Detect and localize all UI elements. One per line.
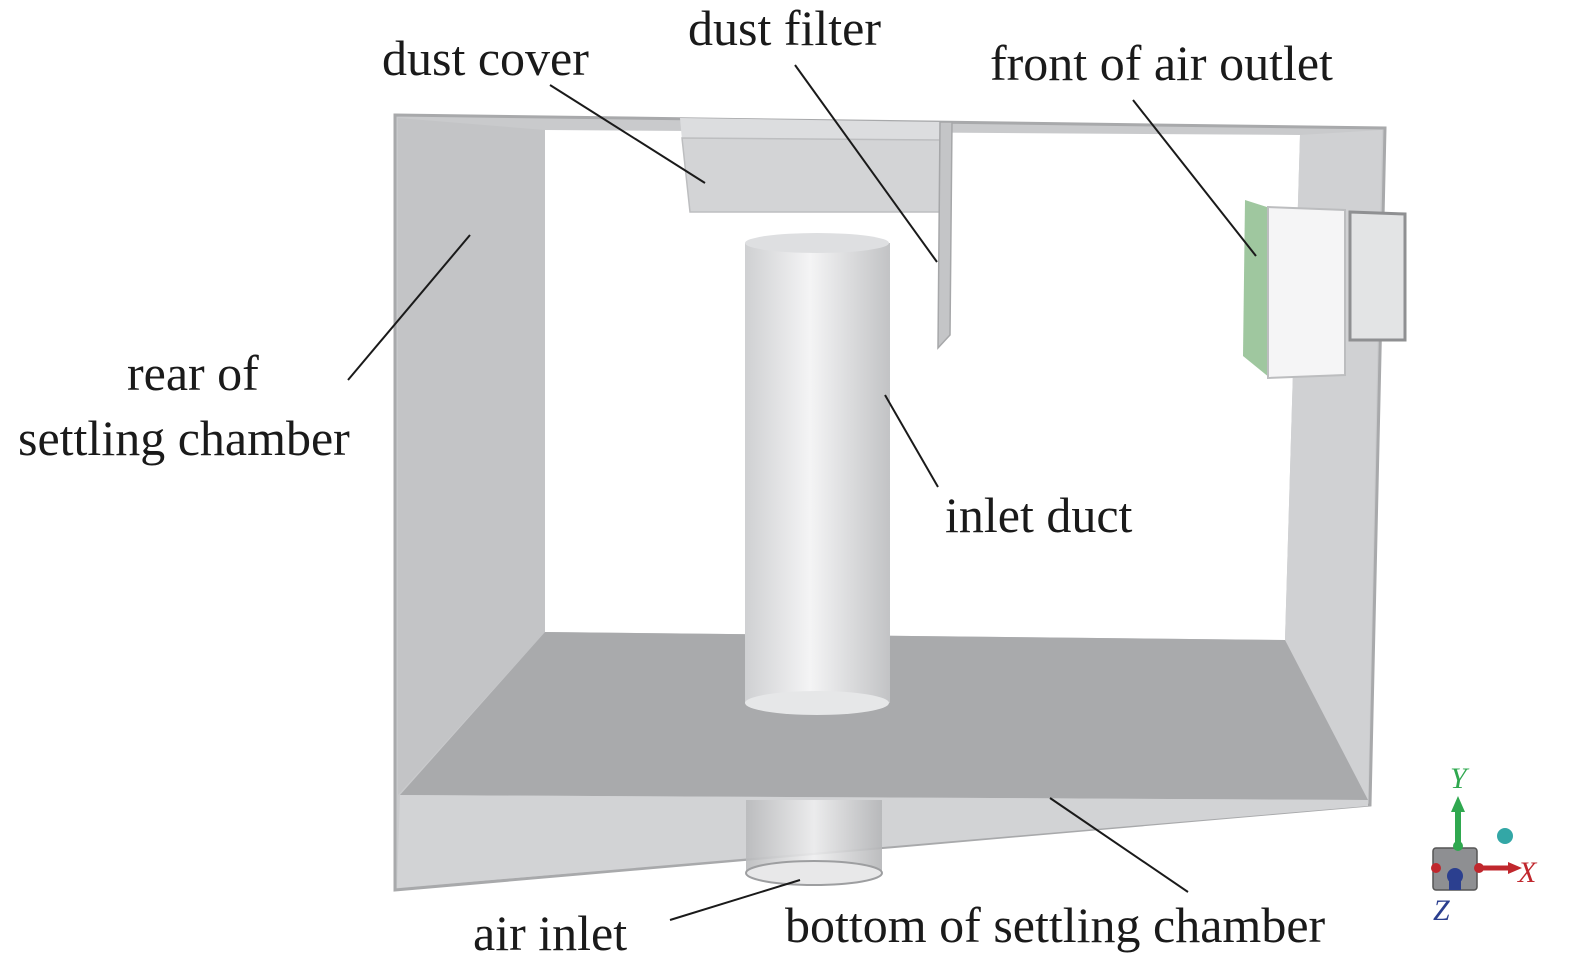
leader-dust-filter — [794, 64, 938, 263]
dust-filter — [937, 121, 953, 350]
x-axis-head — [1508, 862, 1522, 874]
lower-front-strip — [397, 795, 1368, 888]
air-outlet — [1243, 200, 1407, 380]
axis-triad: Y X Z — [1431, 762, 1538, 927]
leader-lines — [347, 64, 1257, 921]
air-inlet-mouth — [745, 860, 883, 886]
leader-bottom-chamber — [1049, 797, 1189, 893]
air-inlet-pipe — [745, 800, 883, 886]
inlet-duct-top — [745, 233, 889, 253]
label-rear-line2: settling chamber — [18, 410, 350, 466]
view-point-sphere — [1497, 828, 1513, 844]
dust-cover-body — [681, 137, 943, 213]
air-outlet-side — [1348, 210, 1407, 342]
z-axis-label: Z — [1433, 894, 1450, 927]
x-axis-knob-left — [1431, 863, 1441, 873]
y-axis-head — [1451, 796, 1465, 812]
inlet-duct-body — [745, 243, 890, 703]
leader-air-inlet — [669, 879, 801, 921]
y-axis-label: Y — [1450, 762, 1470, 795]
leader-front-air-outlet — [1132, 99, 1257, 257]
x-axis-knob-right — [1474, 863, 1484, 873]
leader-inlet-duct — [884, 394, 939, 488]
label-front-air-outlet: front of air outlet — [990, 35, 1333, 91]
dust-cover — [680, 118, 943, 213]
x-axis-label: X — [1517, 856, 1538, 889]
z-axis-stem — [1449, 876, 1461, 890]
inlet-duct — [745, 233, 890, 715]
label-dust-cover: dust cover — [382, 30, 589, 86]
y-axis-knob — [1453, 841, 1463, 851]
settling-chamber — [393, 113, 1387, 892]
air-outlet-box — [1267, 205, 1346, 380]
rear-wall-panel — [398, 118, 545, 795]
dust-cover-top — [680, 118, 940, 140]
chamber-floor — [400, 632, 1368, 800]
air-outlet-front-face — [1243, 200, 1270, 378]
inlet-duct-bottom — [745, 691, 889, 715]
chamber-inner-opening — [545, 130, 1300, 640]
label-inlet-duct: inlet duct — [945, 487, 1133, 543]
label-bottom-chamber: bottom of settling chamber — [785, 897, 1326, 953]
leader-rear-chamber — [347, 234, 471, 381]
label-dust-filter: dust filter — [688, 0, 881, 56]
label-rear-line1: rear of — [127, 345, 259, 401]
label-air-inlet: air inlet — [473, 905, 627, 961]
leader-dust-cover — [549, 84, 706, 184]
